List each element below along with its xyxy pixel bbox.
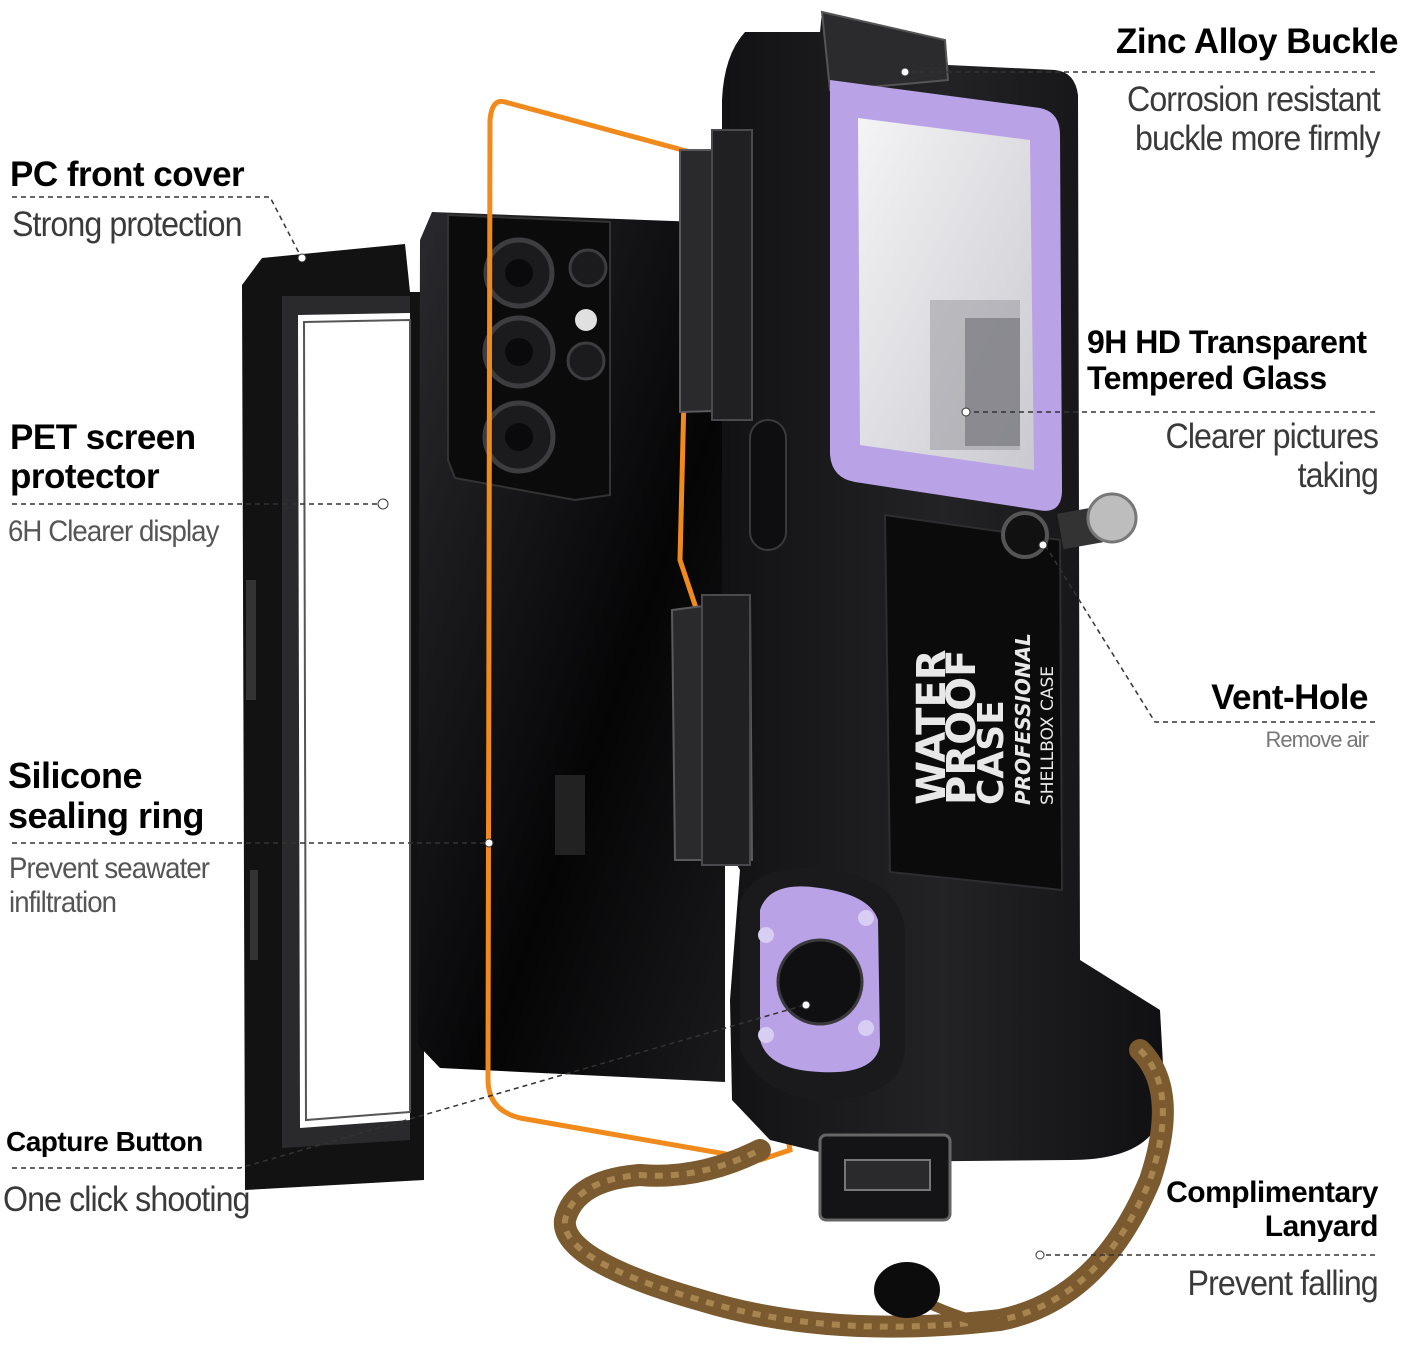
lanyard-title-line2: Lanyard bbox=[1264, 1209, 1379, 1243]
lanyard-title-line1: Complimentary bbox=[1166, 1176, 1378, 1209]
phone bbox=[418, 212, 725, 1082]
case-print-line4: PROFESSIONAL bbox=[1011, 633, 1035, 805]
pet-title-line2: protector bbox=[10, 457, 160, 497]
zinc-buckle-desc-line1: Corrosion resistant bbox=[1127, 80, 1381, 119]
vent-hole-title: Vent-Hole bbox=[1211, 678, 1368, 717]
glass-desc-line1: Clearer pictures bbox=[1165, 417, 1378, 456]
pc-front-cover bbox=[242, 244, 424, 1190]
silicone-sealing-ring bbox=[485, 98, 793, 1163]
leader-lines bbox=[12, 71, 1375, 1256]
zinc-buckle-desc: Corrosion resistant buckle more firmly bbox=[1127, 80, 1381, 159]
case-print-line1: WATER bbox=[909, 649, 955, 805]
lanyard-desc: Prevent falling bbox=[1187, 1264, 1379, 1303]
pet-title-line1: PET screen bbox=[10, 418, 196, 457]
glass-title-line1: 9H HD Transparent bbox=[1087, 324, 1367, 360]
silicone-desc-line1: Prevent seawater bbox=[9, 852, 210, 885]
capture-title: Capture Button bbox=[6, 1126, 203, 1157]
capture-desc: One click shooting bbox=[3, 1180, 250, 1219]
case-print-line2: PROOF bbox=[939, 650, 985, 805]
lanyard-title: Complimentary Lanyard bbox=[1166, 1176, 1378, 1243]
zinc-buckle-title: Zinc Alloy Buckle bbox=[1116, 22, 1398, 61]
vent-hole-desc: Remove air bbox=[1265, 727, 1369, 752]
glass-desc: Clearer pictures taking bbox=[1165, 417, 1378, 495]
leader-dots bbox=[297, 67, 1048, 1260]
lanyard bbox=[553, 1039, 1174, 1338]
case-print-line3: CASE bbox=[971, 700, 1012, 805]
silicone-title-line2: sealing ring bbox=[8, 795, 205, 837]
silicone-desc-line2: infiltration bbox=[9, 885, 117, 919]
waterproof-case-body bbox=[670, 10, 1165, 1222]
case-print-line5: SHELLBOX CASE bbox=[1038, 666, 1058, 805]
pc-cover-desc: Strong protection bbox=[12, 205, 243, 244]
silicone-title-line1: Silicone bbox=[8, 755, 143, 796]
pc-cover-title: PC front cover bbox=[10, 155, 245, 194]
glass-title: 9H HD Transparent Tempered Glass bbox=[1087, 324, 1367, 397]
pet-title: PET screen protector bbox=[10, 418, 196, 496]
silicone-title: Silicone sealing ring bbox=[8, 755, 205, 837]
pet-desc: 6H Clearer display bbox=[8, 515, 219, 548]
case-print: WATER PROOF CASE PROFESSIONAL SHELLBOX C… bbox=[909, 633, 1058, 805]
zinc-buckle-desc-line2: buckle more firmly bbox=[1135, 119, 1381, 159]
glass-desc-line2: taking bbox=[1297, 456, 1379, 496]
glass-title-line2: Tempered Glass bbox=[1087, 359, 1327, 396]
silicone-desc: Prevent seawater infiltration bbox=[9, 852, 210, 919]
